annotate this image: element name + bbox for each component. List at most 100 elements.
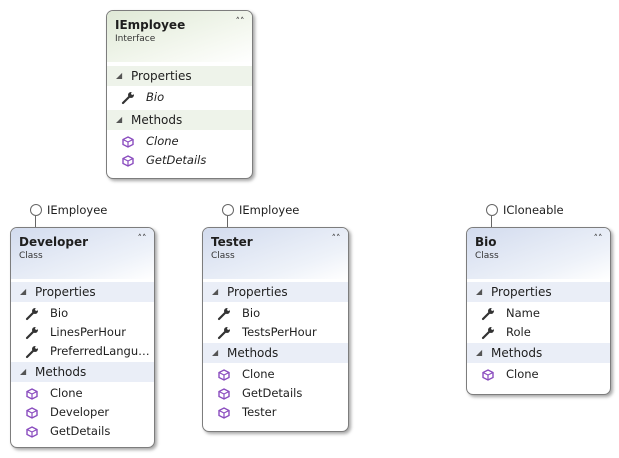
wrench-icon: [481, 327, 494, 340]
tester-methods-section[interactable]: ◢ Methods: [203, 343, 348, 363]
developer-methods-section[interactable]: ◢ Methods: [11, 362, 154, 382]
member-label: Name: [506, 306, 540, 320]
purple-cube-icon: [122, 155, 134, 167]
collapse-icon[interactable]: ˄˄: [137, 234, 147, 244]
bio-header[interactable]: Bio Class ˄˄: [467, 228, 610, 279]
bio-methods-section[interactable]: ◢ Methods: [467, 343, 610, 363]
member-label: GetDetails: [146, 153, 207, 167]
developer-method-clone[interactable]: Clone: [11, 384, 154, 403]
member-label: Clone: [242, 367, 275, 381]
tester-class-box[interactable]: Tester Class ˄˄ ◢ Properties Bio TestsPe…: [202, 227, 349, 432]
developer-class-box[interactable]: Developer Class ˄˄ ◢ Properties Bio Line…: [10, 227, 155, 448]
iemployee-property-bio[interactable]: Bio: [107, 88, 252, 107]
lollipop-stem: [227, 216, 228, 232]
developer-title: Developer: [19, 235, 89, 249]
purple-cube-icon: [122, 136, 134, 148]
member-label: Clone: [50, 386, 83, 400]
developer-interface-label: IEmployee: [47, 203, 108, 217]
wrench-icon: [217, 308, 230, 321]
triangle-down-icon: ◢: [212, 287, 219, 296]
lollipop-circle-icon: [486, 204, 498, 216]
collapse-icon[interactable]: ˄˄: [593, 234, 603, 244]
tester-method-getdetails[interactable]: GetDetails: [203, 384, 348, 403]
lollipop-stem: [35, 216, 36, 232]
member-label: GetDetails: [50, 424, 111, 438]
wrench-icon: [121, 92, 134, 105]
developer-method-developer[interactable]: Developer: [11, 403, 154, 422]
purple-cube-icon: [26, 407, 38, 419]
iemployee-interface-box[interactable]: IEmployee Interface ˄˄ ◢ Properties Bio …: [106, 10, 253, 179]
triangle-down-icon: ◢: [476, 287, 483, 296]
tester-property-bio[interactable]: Bio: [203, 304, 348, 323]
tester-stereotype: Class: [211, 251, 235, 261]
iemployee-method-getdetails[interactable]: GetDetails: [107, 151, 252, 170]
iemployee-properties-section[interactable]: ◢ Properties: [107, 66, 252, 86]
tester-method-clone[interactable]: Clone: [203, 365, 348, 384]
iemployee-methods-section[interactable]: ◢ Methods: [107, 110, 252, 130]
triangle-down-icon: ◢: [116, 115, 123, 124]
bio-title: Bio: [475, 235, 497, 249]
collapse-icon[interactable]: ˄˄: [331, 234, 341, 244]
member-label: LinesPerHour: [50, 325, 126, 339]
developer-property-bio[interactable]: Bio: [11, 304, 154, 323]
bio-property-name[interactable]: Name: [467, 304, 610, 323]
iemployee-header[interactable]: IEmployee Interface ˄˄: [107, 11, 252, 62]
member-label: Bio: [50, 306, 69, 320]
developer-method-getdetails[interactable]: GetDetails: [11, 422, 154, 441]
tester-header[interactable]: Tester Class ˄˄: [203, 228, 348, 279]
section-label: Methods: [35, 365, 87, 379]
bio-stereotype: Class: [475, 251, 499, 261]
bio-class-box[interactable]: Bio Class ˄˄ ◢ Properties Name Role ◢ Me…: [466, 227, 611, 395]
developer-header[interactable]: Developer Class ˄˄: [11, 228, 154, 279]
purple-cube-icon: [218, 407, 230, 419]
purple-cube-icon: [26, 388, 38, 400]
member-label: Role: [506, 325, 531, 339]
purple-cube-icon: [26, 426, 38, 438]
purple-cube-icon: [218, 388, 230, 400]
section-label: Methods: [131, 113, 183, 127]
iemployee-method-clone[interactable]: Clone: [107, 132, 252, 151]
member-label: TestsPerHour: [242, 325, 317, 339]
wrench-icon: [25, 346, 38, 359]
member-label: Tester: [242, 405, 277, 419]
section-label: Methods: [227, 346, 279, 360]
tester-properties-section[interactable]: ◢ Properties: [203, 282, 348, 302]
bio-property-role[interactable]: Role: [467, 323, 610, 342]
purple-cube-icon: [218, 369, 230, 381]
developer-property-preferredlanguage[interactable]: PreferredLangu…: [11, 342, 154, 361]
tester-property-testsperhour[interactable]: TestsPerHour: [203, 323, 348, 342]
developer-stereotype: Class: [19, 251, 43, 261]
triangle-down-icon: ◢: [116, 71, 123, 80]
triangle-down-icon: ◢: [476, 348, 483, 357]
triangle-down-icon: ◢: [212, 348, 219, 357]
developer-property-linesperhour[interactable]: LinesPerHour: [11, 323, 154, 342]
triangle-down-icon: ◢: [20, 287, 27, 296]
bio-method-clone[interactable]: Clone: [467, 365, 610, 384]
section-label: Properties: [131, 69, 192, 83]
member-label: GetDetails: [242, 386, 303, 400]
tester-interface-label: IEmployee: [239, 203, 300, 217]
iemployee-title: IEmployee: [115, 18, 186, 32]
lollipop-circle-icon: [222, 204, 234, 216]
member-label: PreferredLangu…: [50, 344, 150, 358]
section-label: Properties: [227, 285, 288, 299]
collapse-icon[interactable]: ˄˄: [235, 17, 245, 27]
member-label: Clone: [146, 134, 179, 148]
lollipop-circle-icon: [30, 204, 42, 216]
section-label: Properties: [35, 285, 96, 299]
triangle-down-icon: ◢: [20, 367, 27, 376]
tester-method-tester[interactable]: Tester: [203, 403, 348, 422]
tester-title: Tester: [211, 235, 253, 249]
iemployee-stereotype: Interface: [115, 34, 156, 44]
wrench-icon: [481, 308, 494, 321]
member-label: Clone: [506, 367, 539, 381]
section-label: Properties: [491, 285, 552, 299]
section-label: Methods: [491, 346, 543, 360]
lollipop-stem: [491, 216, 492, 232]
member-label: Bio: [242, 306, 261, 320]
bio-interface-label: ICloneable: [503, 203, 564, 217]
purple-cube-icon: [482, 369, 494, 381]
developer-properties-section[interactable]: ◢ Properties: [11, 282, 154, 302]
wrench-icon: [25, 308, 38, 321]
bio-properties-section[interactable]: ◢ Properties: [467, 282, 610, 302]
